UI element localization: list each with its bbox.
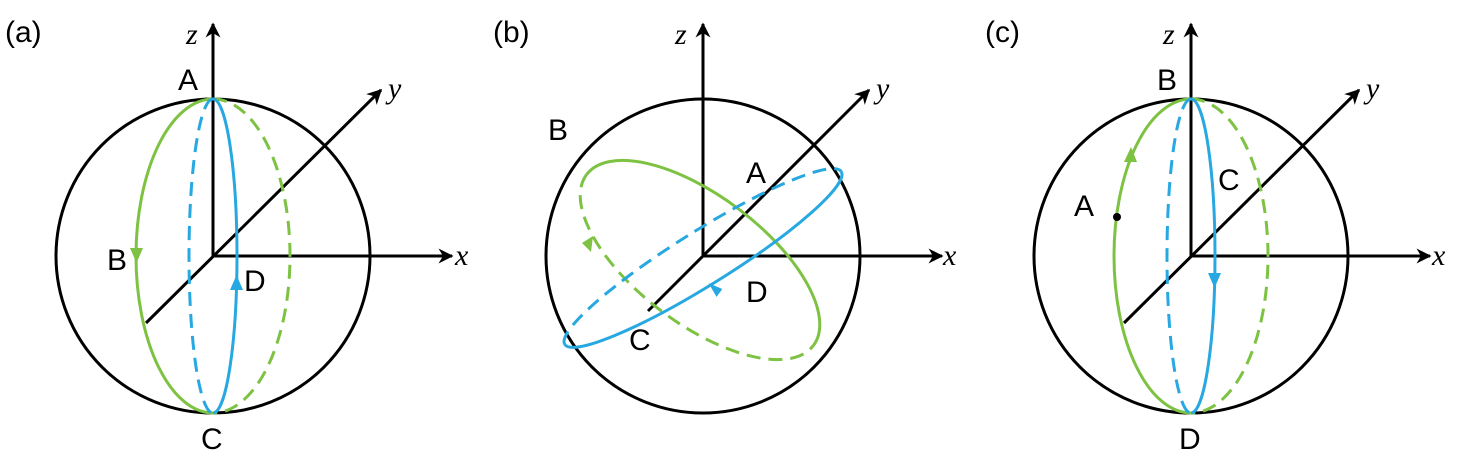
panel-c-blue-arrow [1208, 273, 1221, 288]
panel-a-blue-arc-front [212, 97, 239, 415]
panel-a-blue-arc-back [187, 97, 214, 415]
panel-c-y-label: y [1363, 72, 1380, 105]
panel-a-y-label: y [385, 72, 402, 105]
panel-c-tag: (c) [985, 16, 1020, 49]
panel-b-blue-arc-front [563, 170, 844, 349]
panel-a-point-d: D [244, 265, 266, 298]
panel-c-point-a-dot [1113, 213, 1121, 221]
panel-c-green-arc-front [1112, 97, 1192, 415]
panel-b-green-arc-back [578, 173, 815, 362]
panel-b-x-label: x [942, 239, 957, 272]
panel-a-y-axis [144, 88, 383, 325]
panel-c-green-arc-back [1190, 97, 1270, 415]
panel-b-point-c: C [629, 324, 651, 357]
panel-a-x-label: x [454, 239, 469, 272]
panel-b-point-b: B [548, 114, 568, 147]
panel-a-point-c: C [201, 423, 223, 456]
panel-b-y-axis [646, 88, 871, 313]
panel-b-blue-arrow [708, 283, 723, 297]
panel-b: (b) z x y B A D C [493, 16, 957, 415]
panel-b-green-arc-front [585, 158, 822, 347]
panel-c: (c) z x y B A C D [985, 16, 1446, 456]
panel-b-green-arrow [582, 236, 593, 252]
panel-c-z-label: z [1162, 18, 1175, 51]
panel-c-blue-arc-back [1165, 97, 1192, 415]
panel-a-point-a: A [178, 64, 198, 97]
panel-a-green-arc-back [212, 97, 292, 415]
panel-a-blue-arrow [230, 275, 243, 290]
panel-b-tag: (b) [493, 16, 530, 49]
panel-c-point-b: B [1157, 64, 1177, 97]
panel-c-y-axis [1122, 88, 1361, 325]
panel-b-z-label: z [674, 18, 687, 51]
panel-a-point-b: B [107, 244, 127, 277]
panel-c-point-c: C [1218, 164, 1240, 197]
panel-b-point-d: D [746, 276, 768, 309]
panel-c-green-arrow [1124, 147, 1137, 162]
panel-a-z-label: z [185, 18, 198, 51]
panel-c-blue-arc-front [1190, 97, 1217, 415]
panel-c-x-label: x [1431, 239, 1446, 272]
panel-a-tag: (a) [5, 16, 42, 49]
panel-c-point-a: A [1074, 190, 1094, 223]
panel-a: (a) z x y A B C D [5, 16, 469, 456]
panel-b-blue-arc-back [562, 167, 843, 346]
panel-b-point-a: A [746, 157, 766, 190]
panel-b-y-label: y [873, 72, 890, 105]
panel-c-point-d: D [1179, 423, 1201, 456]
panel-a-green-arc-front [134, 97, 214, 415]
panel-a-green-arrow [130, 248, 143, 263]
